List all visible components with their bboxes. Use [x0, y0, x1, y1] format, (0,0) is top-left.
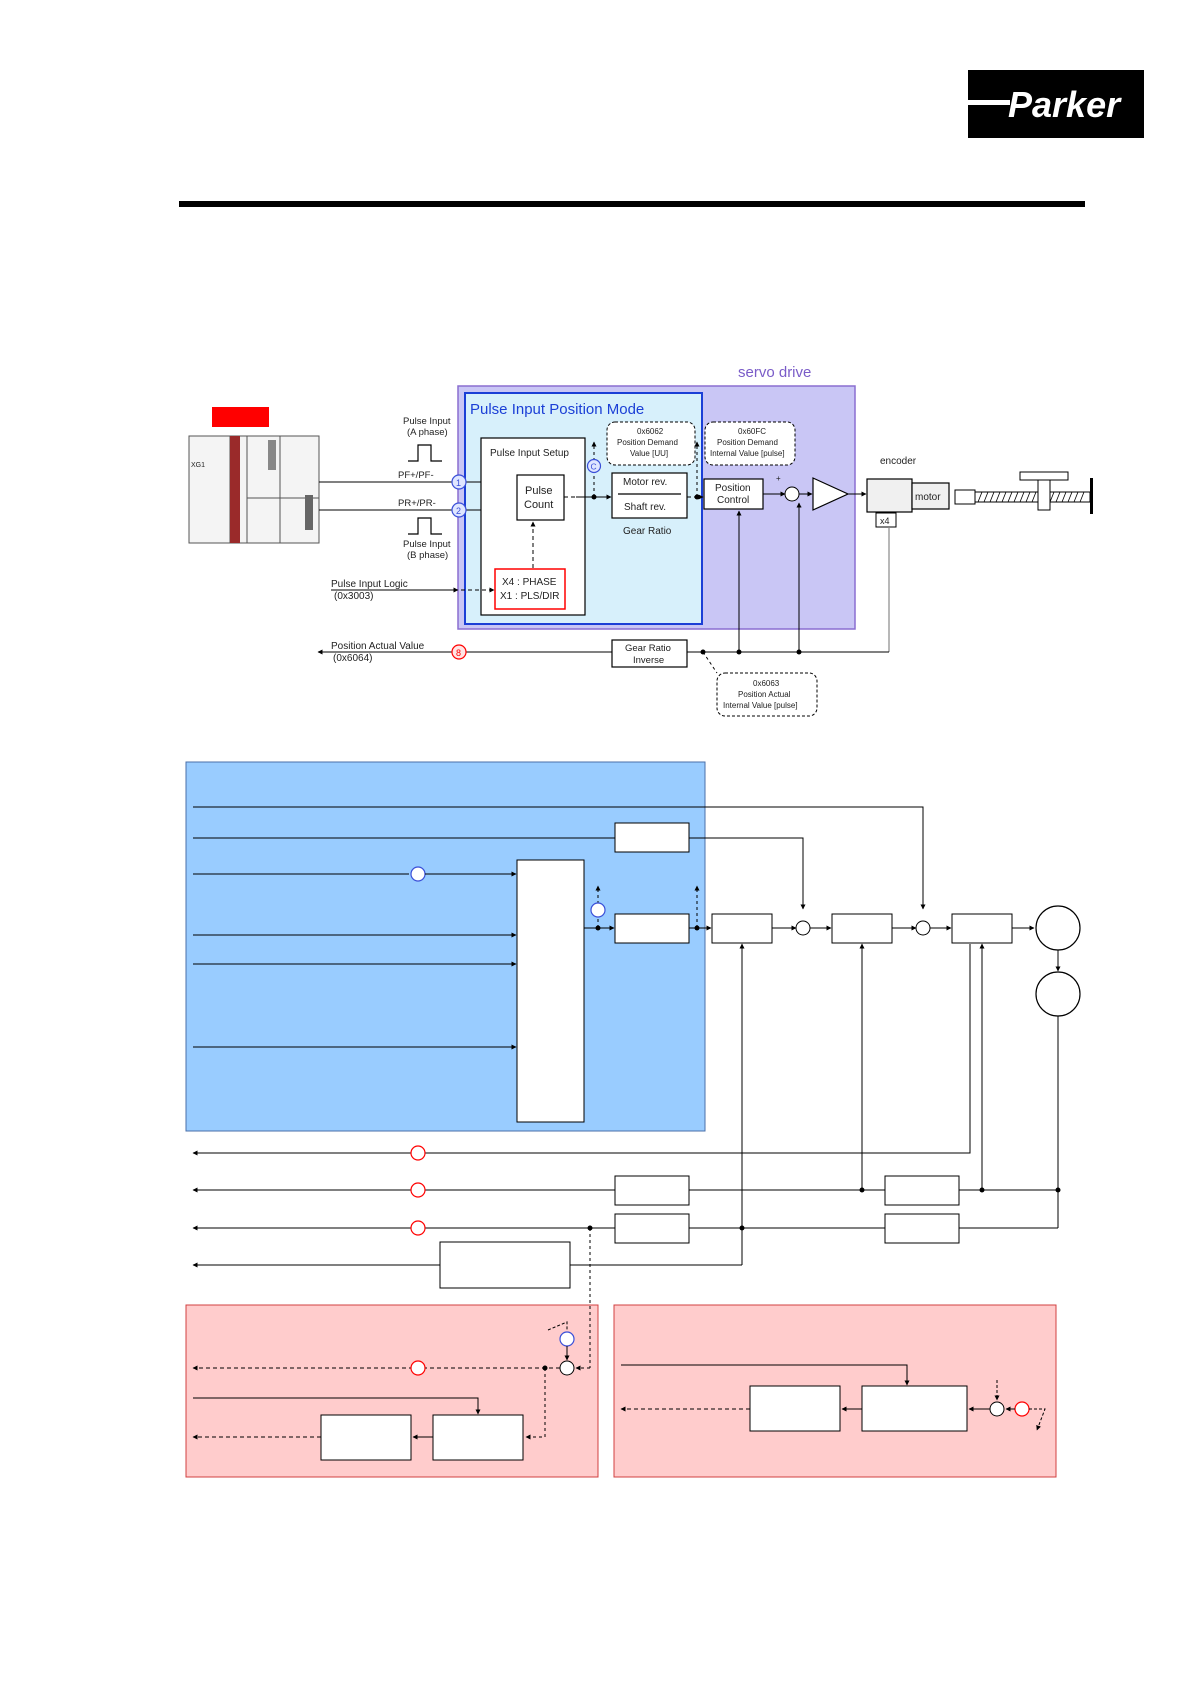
- pulse-b-waveform: [408, 517, 442, 535]
- pa-internal-l1: 0x6063: [753, 679, 780, 688]
- red-marker-pink: [410, 1360, 426, 1376]
- blue-panel: [185, 761, 706, 1132]
- position-demand-internal-box: [704, 421, 796, 466]
- encoder-circle: [1035, 971, 1081, 1017]
- red-marker-pink-right: [1014, 1401, 1030, 1417]
- pulse-a-phase: (A phase): [407, 427, 448, 438]
- encoder-box: [866, 478, 913, 513]
- position-control-l2: Control: [717, 495, 749, 506]
- block-wide: [439, 1241, 571, 1289]
- block-pink-1: [432, 1414, 524, 1461]
- block-gear: [614, 913, 690, 944]
- marker-8: 8: [451, 644, 467, 660]
- block-b: [831, 913, 893, 944]
- x4-label: x4: [880, 516, 890, 526]
- block-pink-3: [861, 1385, 968, 1432]
- pulse-a-label: Pulse Input: [403, 416, 451, 427]
- pd-value-l3: Value [UU]: [630, 449, 668, 458]
- blue-marker-input: [410, 866, 426, 882]
- marker-1: 1: [451, 474, 467, 490]
- pa-internal-l2: Position Actual: [738, 690, 791, 699]
- servo-drive-label: servo drive: [738, 364, 811, 381]
- x4-box: [875, 512, 897, 528]
- ball-screw: [954, 471, 1093, 514]
- gear-ratio-box: [611, 472, 688, 519]
- marker-2: 2: [451, 502, 467, 518]
- pav-index: (0x6064): [333, 653, 372, 664]
- shaft-rev-label: Shaft rev.: [624, 502, 666, 513]
- phase-setting-box: [494, 568, 566, 610]
- pulse-b-phase: (B phase): [407, 550, 448, 561]
- sum-2: [915, 920, 931, 936]
- summing-junction: [784, 486, 800, 502]
- motor-rev-label: Motor rev.: [623, 477, 667, 488]
- pulse-count-l1: Pulse: [525, 485, 553, 497]
- svg-text:2: 2: [456, 506, 461, 516]
- pd-internal-l1: 0x60FC: [738, 427, 766, 436]
- block-a: [711, 913, 773, 944]
- pink-panel-left: [185, 1304, 599, 1478]
- logic-index: (0x3003): [334, 591, 373, 602]
- position-actual-internal-box: [716, 672, 818, 717]
- pulse-b-label: Pulse Input: [403, 539, 451, 550]
- sum-pink-left: [559, 1360, 575, 1376]
- pulse-count-box: [516, 474, 565, 521]
- plc-device: XG1: [188, 407, 320, 544]
- red-marker-3: [410, 1220, 426, 1236]
- amplifier-triangle: [812, 477, 850, 511]
- block-fb-1: [884, 1175, 960, 1206]
- block-pink-4: [749, 1385, 841, 1432]
- marker-c: C: [586, 458, 602, 474]
- encoder-label: encoder: [880, 456, 917, 467]
- tall-block: [516, 859, 585, 1123]
- block-top: [614, 822, 690, 853]
- pulse-count-l2: Count: [524, 499, 553, 511]
- parker-logo: Parker: [968, 70, 1144, 138]
- mode-title: Pulse Input Position Mode: [470, 401, 644, 418]
- pr-label: PR+/PR-: [398, 498, 436, 509]
- red-marker-1: [410, 1145, 426, 1161]
- motor-label: motor: [915, 492, 941, 503]
- pav-label: Position Actual Value: [331, 641, 425, 652]
- gear-ratio-label: Gear Ratio: [623, 526, 672, 537]
- pa-internal-l3: Internal Value [pulse]: [723, 701, 798, 710]
- phase-l1: X4 : PHASE: [502, 577, 557, 588]
- red-marker-2: [410, 1182, 426, 1198]
- block-fb-4: [614, 1213, 690, 1244]
- gear-ratio-inverse-box: [611, 639, 688, 668]
- pd-value-l2: Position Demand: [617, 438, 678, 447]
- svg-text:C: C: [591, 462, 597, 472]
- svg-text:8: 8: [456, 648, 461, 658]
- block-c: [951, 913, 1013, 944]
- phase-l2: X1 : PLS/DIR: [500, 591, 559, 602]
- block-fb-2: [614, 1175, 690, 1206]
- blue-marker-c2: [590, 902, 606, 918]
- pd-internal-l3: Internal Value [pulse]: [710, 449, 785, 458]
- gear-inverse-l1: Gear Ratio: [625, 643, 671, 654]
- plc-red-label: [212, 407, 269, 427]
- pd-value-l1: 0x6062: [637, 427, 664, 436]
- header-rule: [179, 201, 1085, 207]
- pulse-input-setup-label: Pulse Input Setup: [490, 448, 569, 459]
- pd-internal-l2: Position Demand: [717, 438, 778, 447]
- motor-circle: [1035, 905, 1081, 951]
- pulse-a-waveform: [408, 444, 442, 462]
- motor-box: [911, 482, 950, 510]
- block-fb-3: [884, 1213, 960, 1244]
- svg-text:1: 1: [456, 478, 461, 488]
- pf-label: PF+/PF-: [398, 470, 434, 481]
- sum-pink-right: [989, 1401, 1005, 1417]
- block-pink-2: [320, 1414, 412, 1461]
- logic-label: Pulse Input Logic: [331, 579, 408, 590]
- pulse-input-position-diagram: servo drive Pulse Input Position Mode XG…: [188, 364, 1093, 717]
- plc-tag: XG1: [191, 462, 205, 469]
- control-block-diagram: [185, 761, 1081, 1478]
- sum-1: [795, 920, 811, 936]
- blue-marker-pink: [559, 1331, 575, 1347]
- gear-inverse-l2: Inverse: [633, 655, 664, 666]
- plus-sign: +: [776, 474, 781, 483]
- position-control-l1: Position: [715, 483, 751, 494]
- logo-text: Parker: [1008, 84, 1122, 125]
